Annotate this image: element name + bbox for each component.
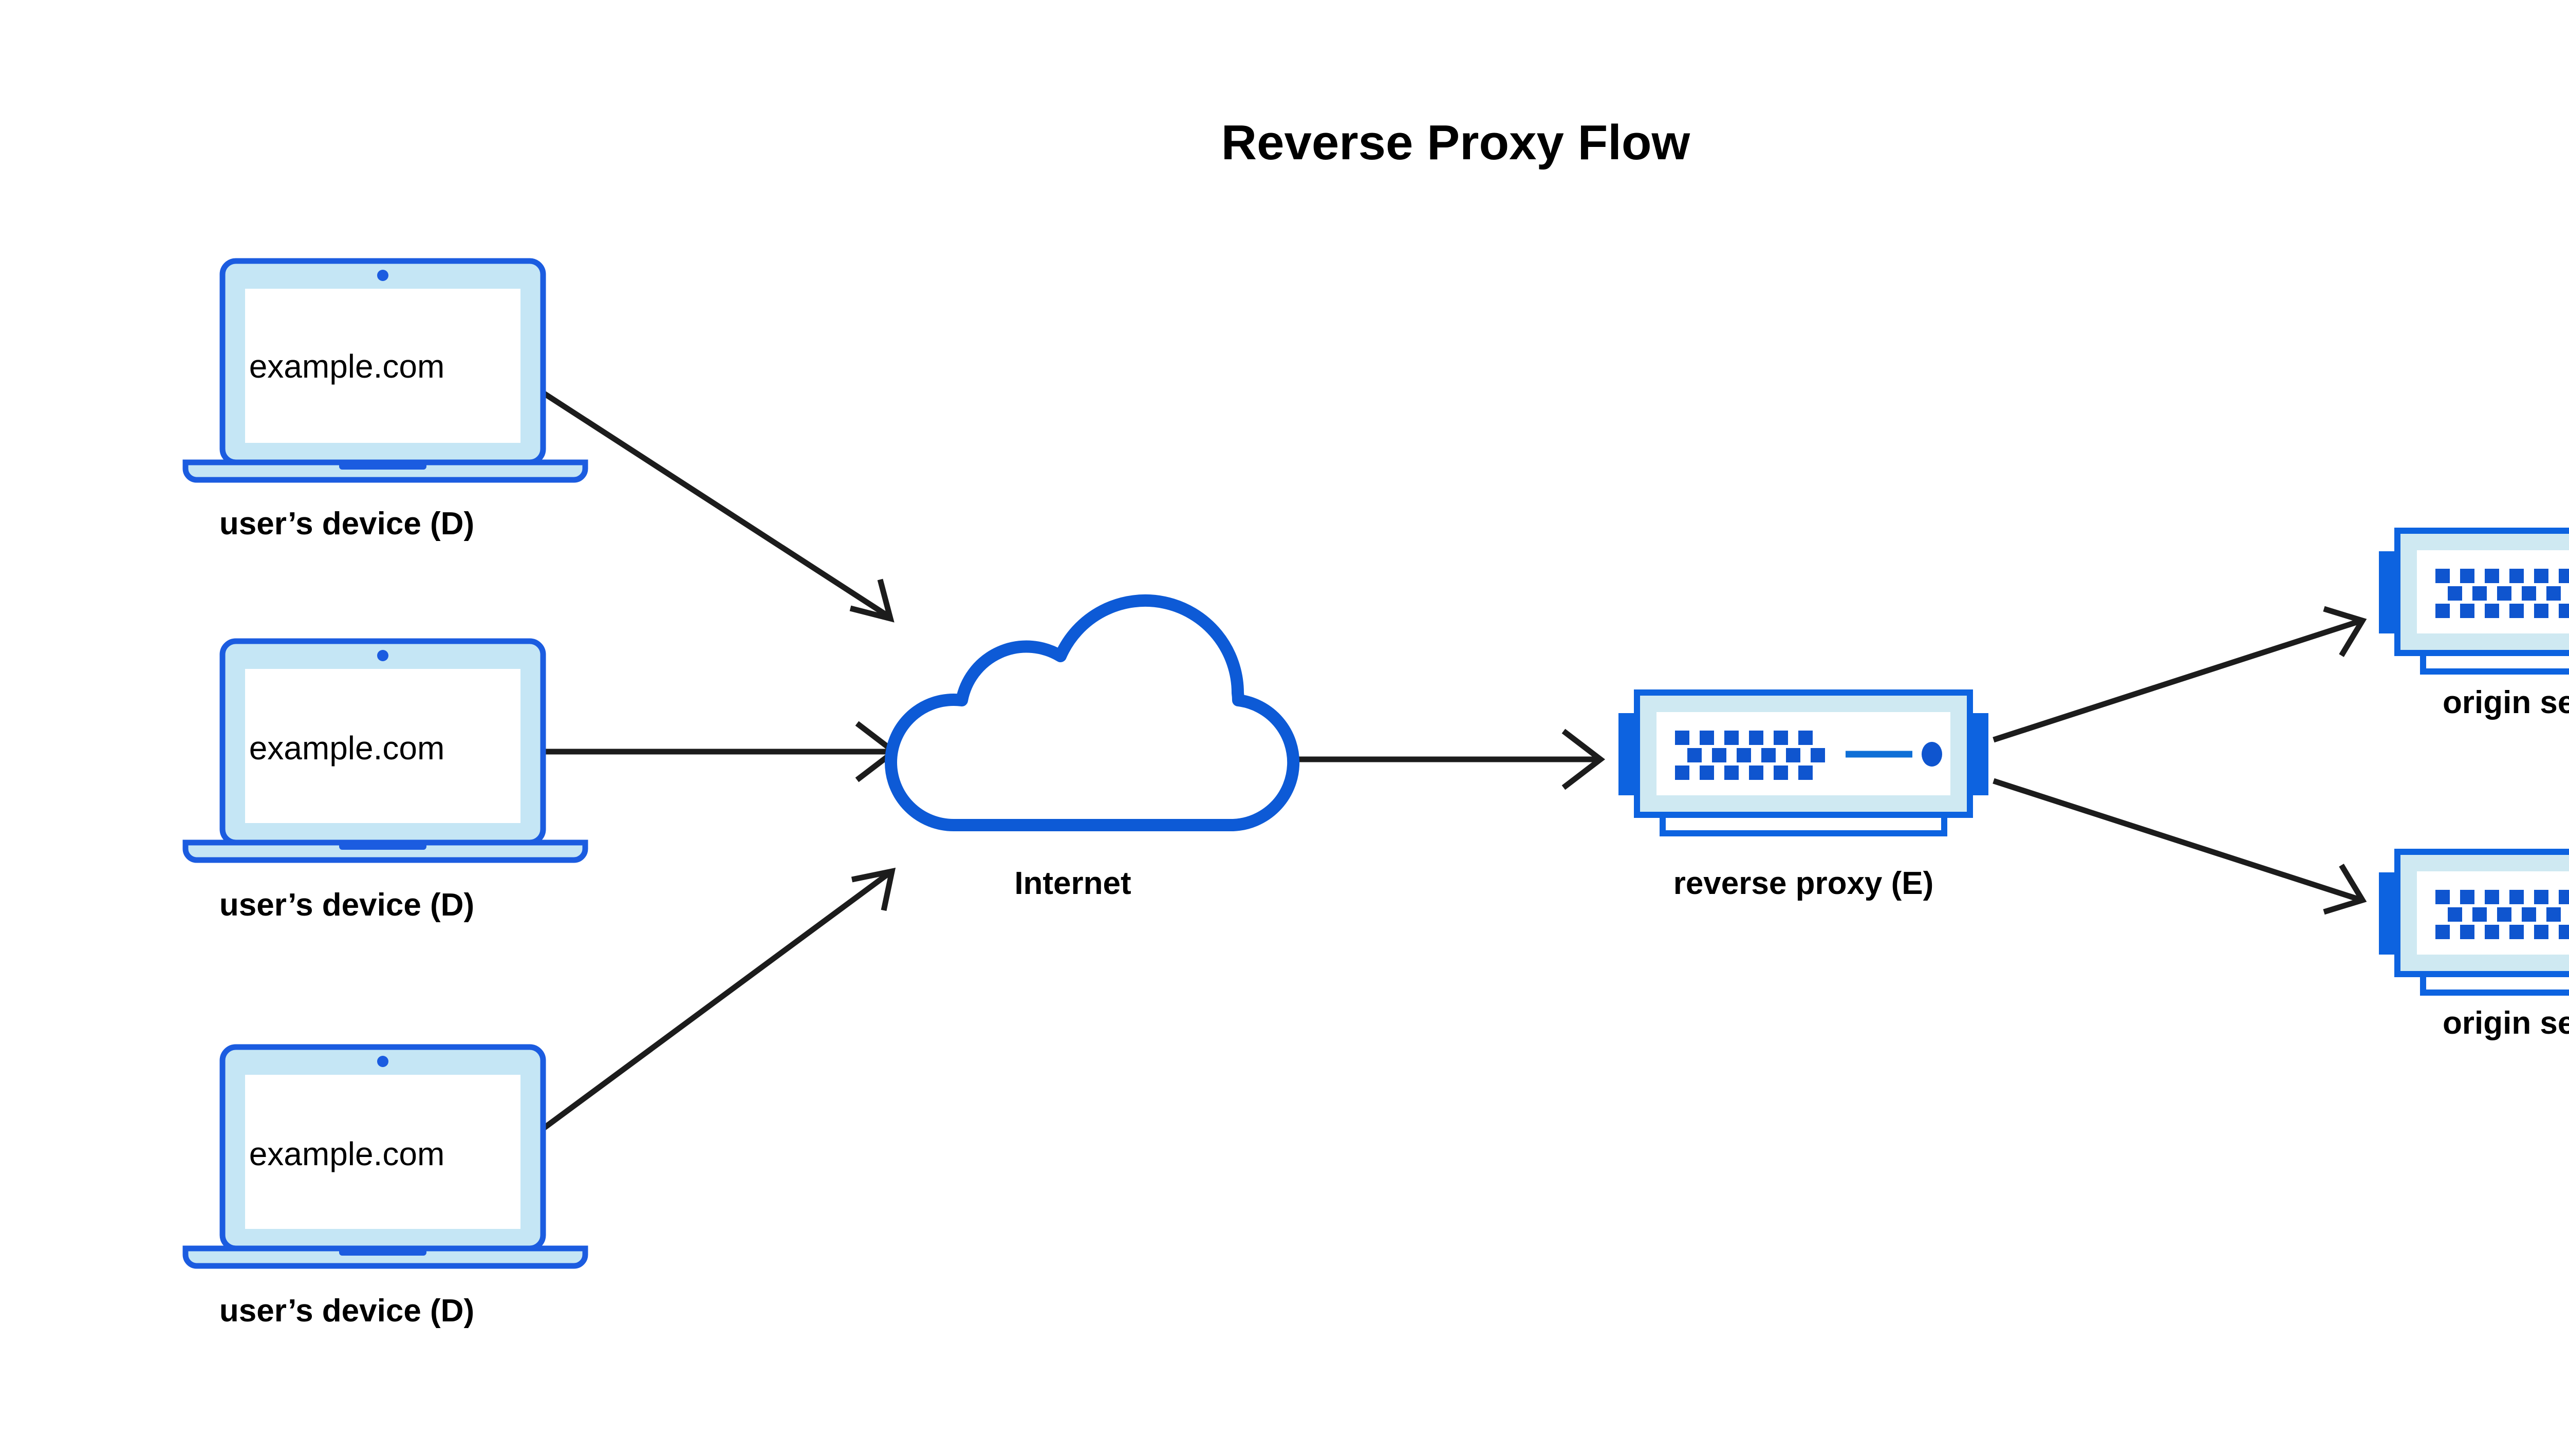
node-reverse-proxy[interactable]: reverse proxy (E) xyxy=(1618,693,1988,901)
node-device-top[interactable]: example.com user’s device (D) xyxy=(185,261,585,542)
origin-top-label: origin server (F) xyxy=(2443,685,2569,720)
device-top-label: user’s device (D) xyxy=(219,506,474,542)
device-screen-text: example.com xyxy=(249,348,445,385)
page-title: Reverse Proxy Flow xyxy=(1221,115,1690,170)
device-screen-text: example.com xyxy=(249,1135,445,1172)
device-middle-label: user’s device (D) xyxy=(219,887,474,923)
flow-arrows xyxy=(504,366,2367,1159)
reverse-proxy-label: reverse proxy (E) xyxy=(1673,866,1934,901)
server-icon xyxy=(1618,693,1988,833)
arrow-reverse-proxy-to-origin-top xyxy=(1993,606,2367,743)
device-bottom-label: user’s device (D) xyxy=(219,1293,474,1329)
cloud-icon xyxy=(885,594,1300,831)
arrow-internet-to-reverse-proxy xyxy=(1241,729,1606,790)
origin-bottom-label: origin server (F) xyxy=(2443,1005,2569,1041)
node-device-middle[interactable]: example.com user’s device (D) xyxy=(185,641,585,923)
node-device-bottom[interactable]: example.com user’s device (D) xyxy=(185,1047,585,1329)
node-origin-top[interactable]: origin server (F) xyxy=(2379,531,2569,720)
node-internet[interactable]: Internet xyxy=(885,594,1300,901)
server-icon xyxy=(2379,852,2569,993)
device-screen-text: example.com xyxy=(249,730,445,767)
server-icon xyxy=(2379,531,2569,671)
internet-label: Internet xyxy=(1014,866,1131,901)
arrow-device-bottom-to-internet xyxy=(504,867,896,1159)
arrow-device-middle-to-internet xyxy=(509,721,899,782)
node-origin-bottom[interactable]: origin server (F) xyxy=(2379,852,2569,1041)
arrow-device-top-to-internet xyxy=(505,366,895,623)
arrow-reverse-proxy-to-origin-bottom xyxy=(1993,778,2367,915)
